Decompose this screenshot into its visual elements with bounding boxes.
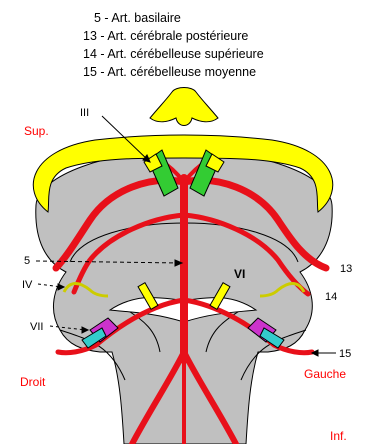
label-nerve-6: VI: [234, 267, 245, 281]
legend-item-5: 5 - Art. basilaire: [94, 11, 181, 25]
label-gauche: Gauche: [304, 367, 346, 381]
label-nerve-4: IV: [22, 279, 33, 291]
label-artery-15: 15: [339, 348, 351, 360]
label-artery-14: 14: [325, 291, 337, 303]
label-inf: Inf.: [330, 429, 347, 443]
yellow-top-cap: [150, 88, 218, 126]
label-sup: Sup.: [24, 124, 49, 138]
label-artery-5: 5: [24, 255, 30, 267]
legend-item-15: 15 - Art. cérébelleuse moyenne: [83, 65, 256, 79]
label-nerve-3: III: [80, 107, 89, 119]
legend-item-14: 14 - Art. cérébelleuse supérieure: [83, 47, 264, 61]
label-artery-13: 13: [340, 263, 352, 275]
label-droit: Droit: [20, 375, 46, 389]
label-nerve-7: VII: [30, 321, 43, 333]
legend: 5 - Art. basilaire 13 - Art. cérébrale p…: [83, 11, 264, 79]
legend-item-13: 13 - Art. cérébrale postérieure: [83, 29, 248, 43]
